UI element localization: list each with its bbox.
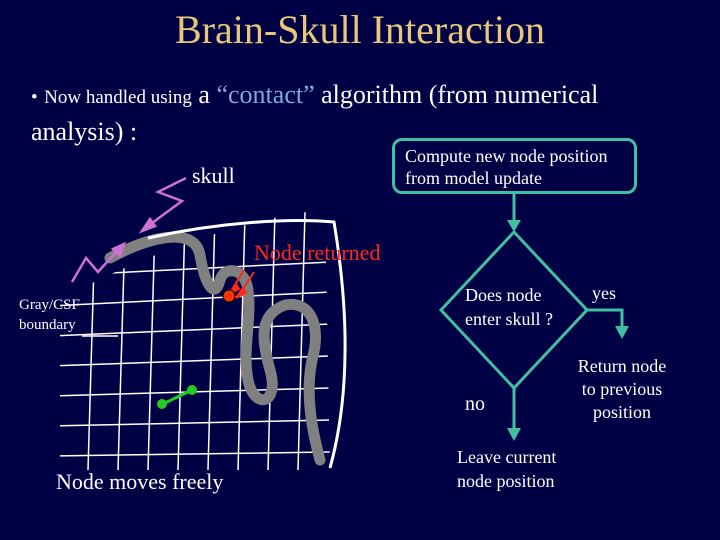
- no-label: no: [465, 393, 485, 415]
- decision-line2: enter skull ?: [465, 309, 553, 329]
- compute-line1: Compute new node position: [405, 146, 608, 166]
- node-returned-label: Node returned: [254, 240, 381, 265]
- bullet-text-part1: Now handled using: [44, 87, 192, 108]
- gray-csf-pointer-arrow: [70, 241, 127, 283]
- bullet-marker: •: [31, 87, 38, 108]
- yes-label: yes: [592, 283, 616, 303]
- gray-csf-label-line1: Gray/CSF: [19, 297, 80, 313]
- bullet-line-1: • Now handled using a “contact” algorith…: [31, 80, 598, 110]
- bullet-text-part3: algorithm (from numerical: [314, 80, 599, 109]
- green-node-end: [157, 399, 167, 409]
- leave-line2: node position: [457, 471, 555, 491]
- skull-pointer-arrow: [138, 176, 187, 234]
- skull-line: [147, 219, 347, 469]
- leave-node-text: Leave current node position: [457, 445, 556, 493]
- return-line1: Return node: [577, 356, 667, 376]
- return-line3: position: [592, 402, 651, 422]
- skull-label: skull: [192, 163, 235, 188]
- red-node: [222, 289, 236, 303]
- flowchart-connectors: [438, 194, 629, 441]
- bullet-text-part2: a: [191, 80, 217, 109]
- compute-line2: from model update: [405, 168, 542, 188]
- bullet-contact-quote: “contact”: [216, 80, 315, 109]
- green-node-start: [187, 385, 197, 395]
- compute-node-position-box: Compute new node position from model upd…: [392, 138, 637, 194]
- return-node-text: Return node to previous position: [572, 355, 672, 424]
- page-title: Brain-Skull Interaction: [175, 7, 545, 52]
- leave-line1: Leave current: [457, 447, 557, 467]
- decision-text: Does node enter skull ?: [465, 283, 553, 331]
- gray-csf-boundary-curve: [104, 231, 326, 466]
- node-moves-freely-label: Node moves freely: [56, 469, 224, 494]
- gray-csf-label-line2: boundary: [19, 317, 76, 333]
- bullet-line-2: analysis) :: [31, 117, 138, 146]
- return-line2: to previous: [581, 379, 663, 399]
- decision-line1: Does node: [465, 285, 542, 305]
- gray-csf-label: Gray/CSF boundary: [19, 295, 80, 335]
- node-returned-arrows: [228, 269, 255, 299]
